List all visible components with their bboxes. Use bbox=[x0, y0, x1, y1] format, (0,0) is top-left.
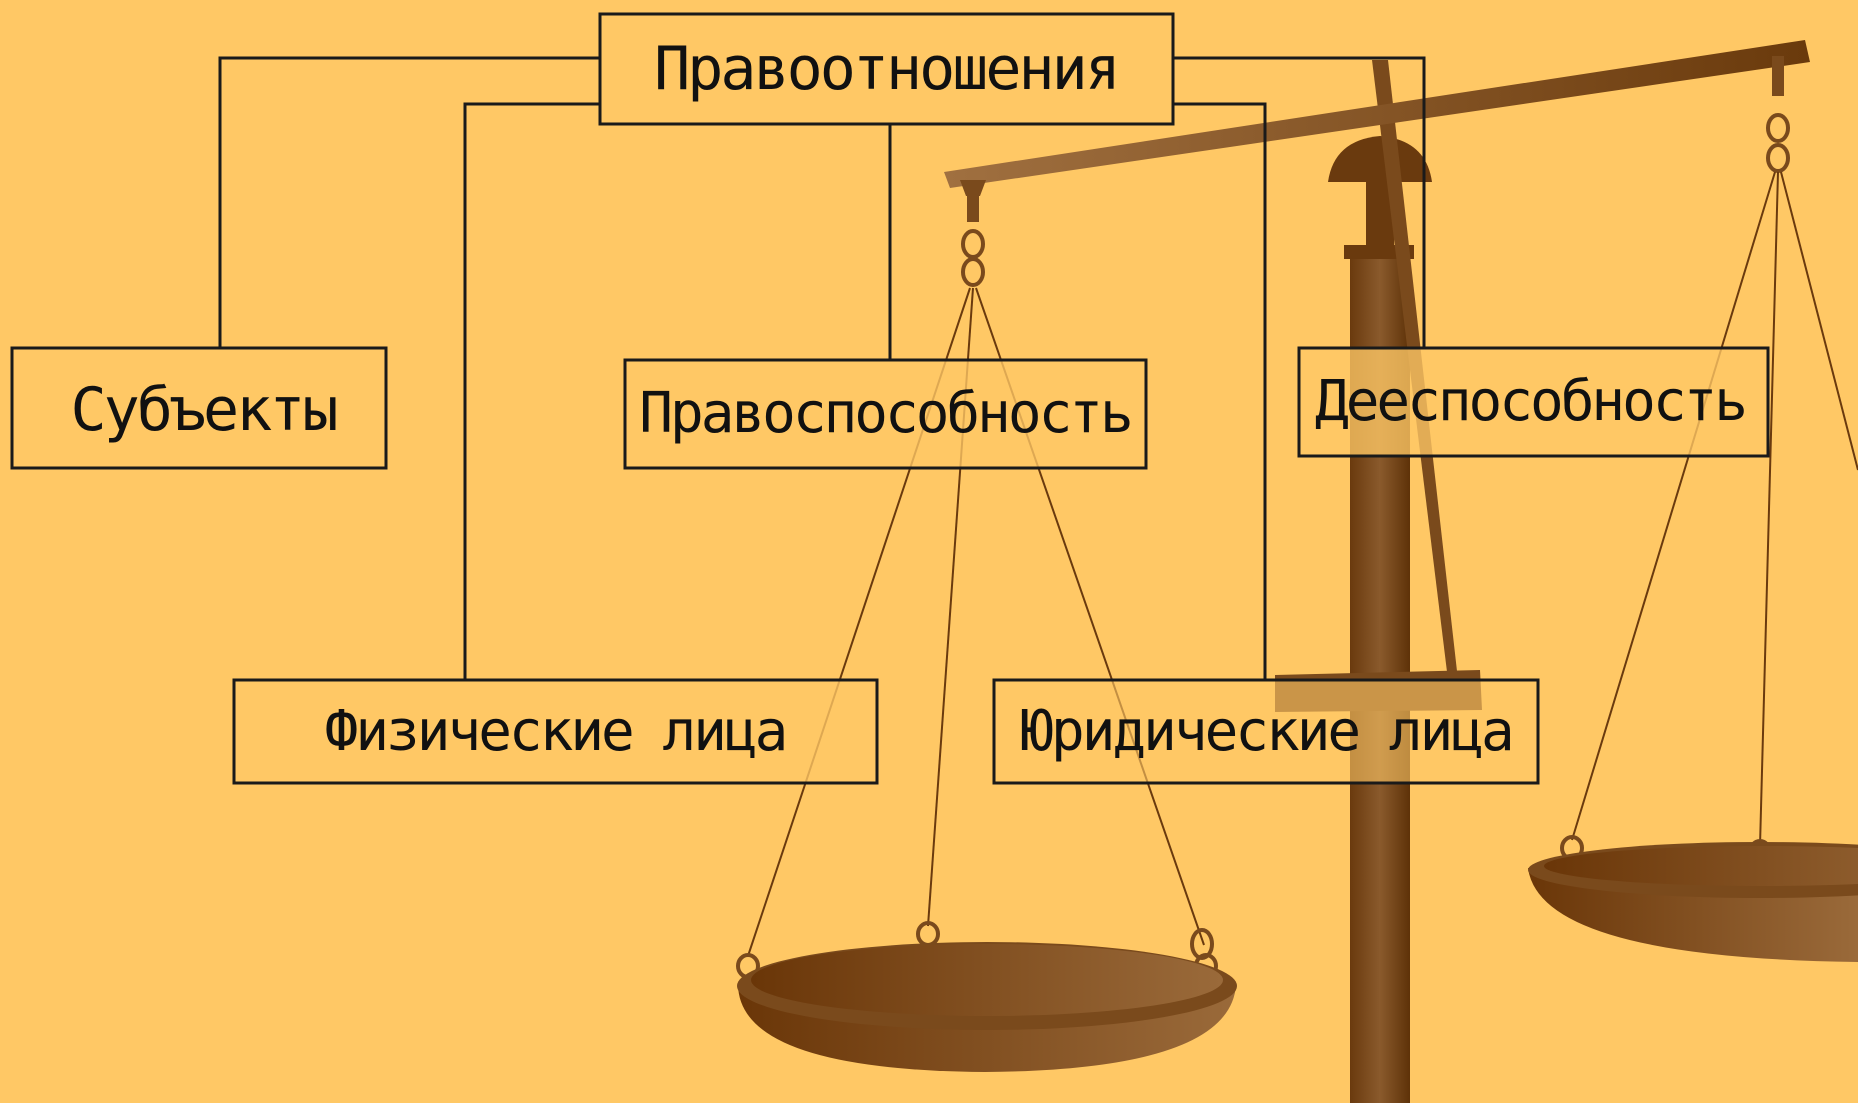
node-legal-capacity-box bbox=[623, 358, 1148, 470]
node-subjects-label: Субъекты bbox=[71, 375, 337, 445]
node-active-capacity: Дееспособность bbox=[1297, 346, 1770, 458]
node-legal-capacity-label: Правоспособность bbox=[639, 381, 1130, 446]
node-root-label: Правоотношения bbox=[654, 34, 1118, 104]
node-root-box bbox=[598, 12, 1175, 126]
node-legal-entities-label: Юридические лица bbox=[1020, 699, 1511, 764]
node-natural-persons: Физические лица bbox=[232, 678, 879, 785]
node-natural-persons-label: Физические лица bbox=[325, 699, 786, 764]
node-legal-entities-box bbox=[992, 678, 1540, 785]
node-active-capacity-box bbox=[1297, 346, 1770, 458]
node-subjects-box bbox=[10, 346, 388, 470]
node-root: Правоотношения bbox=[598, 12, 1175, 126]
node-subjects: Субъекты bbox=[10, 346, 388, 470]
node-legal-entities: Юридические лица bbox=[992, 678, 1540, 785]
connector-lines bbox=[218, 56, 1426, 680]
node-active-capacity-label: Дееспособность bbox=[1315, 369, 1745, 434]
scales-of-justice-icon bbox=[736, 40, 1858, 1103]
node-natural-persons-box bbox=[232, 678, 879, 785]
node-legal-capacity: Правоспособность bbox=[623, 358, 1148, 470]
